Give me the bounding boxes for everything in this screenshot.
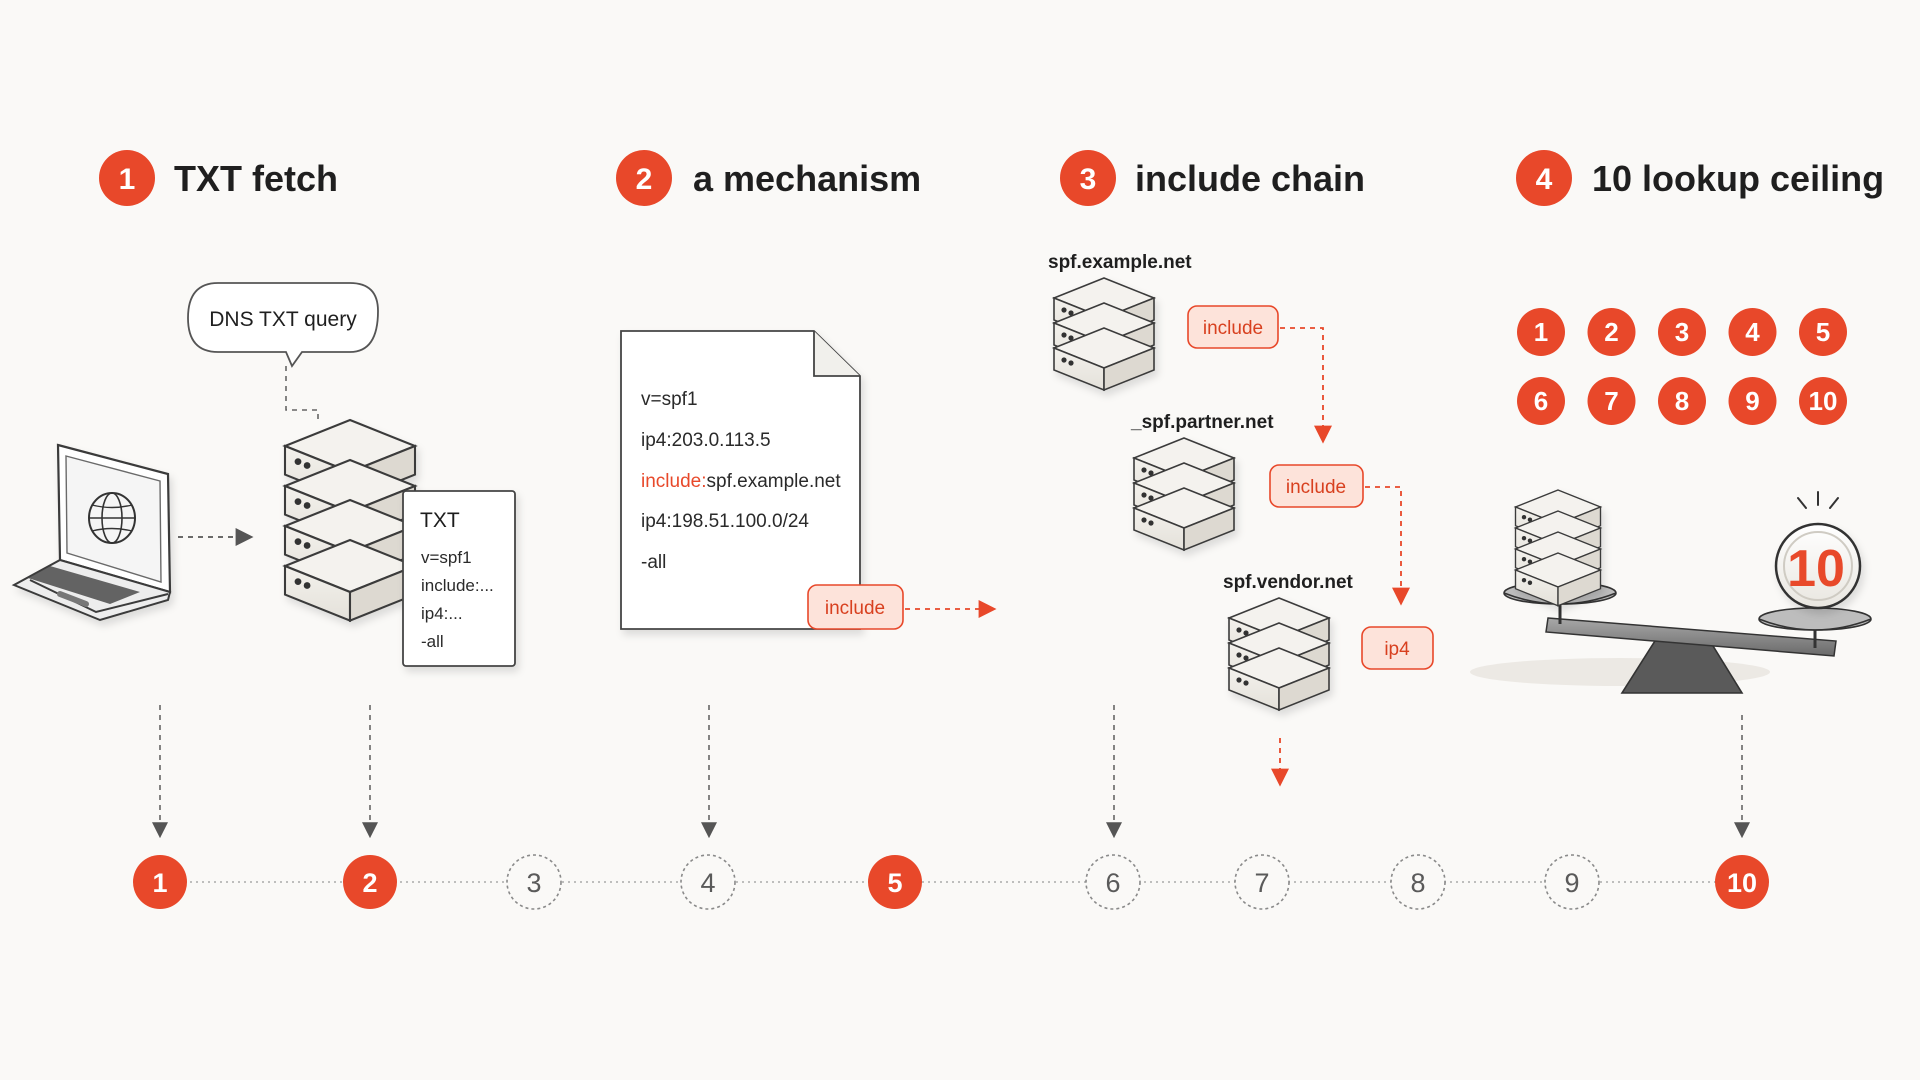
- emphasis-ticks: [1797, 491, 1839, 509]
- timeline-node-label: 9: [1564, 868, 1579, 898]
- lookup-counter-label: 2: [1604, 317, 1618, 347]
- timeline-node-6: [1085, 854, 1141, 910]
- timeline-node-label: 8: [1410, 868, 1425, 898]
- server-stack-on-scale: [1514, 489, 1602, 607]
- lookup-counter-label: 5: [1816, 317, 1830, 347]
- timeline-node-label: 3: [526, 868, 541, 898]
- include-tag-doc: include: [807, 584, 904, 630]
- lookup-counter-8: [1658, 377, 1706, 425]
- lookup-counter-7: [1587, 377, 1636, 425]
- lookup-counter-label: 1: [1534, 317, 1548, 347]
- svg-text:include: include: [825, 598, 885, 619]
- step-badge-number: 4: [1536, 163, 1553, 196]
- record-line: ip4:198.51.100.0/24: [641, 511, 809, 532]
- step-header-3: 3 include chain: [1060, 150, 1365, 206]
- dns-query-bubble: DNS TXT query: [187, 282, 379, 368]
- step-header-4: 4 10 lookup ceiling: [1516, 150, 1884, 206]
- chain-domain-1: spf.example.net: [1048, 252, 1192, 273]
- chain-domain-2: _spf.partner.net: [1130, 412, 1274, 433]
- lookup-counter-10: [1799, 377, 1847, 425]
- txt-card-line: -all: [421, 632, 444, 651]
- limit-value: 10: [1787, 540, 1845, 598]
- lookup-counter-label: 8: [1675, 386, 1689, 416]
- step-badge-1: [99, 150, 155, 206]
- timeline-node-label: 7: [1254, 868, 1269, 898]
- lookup-counter-9: [1728, 377, 1777, 425]
- txt-card-line: include:...: [421, 576, 494, 595]
- record-line: -all: [641, 552, 666, 573]
- lookup-counter-label: 4: [1745, 317, 1760, 347]
- timeline-node-4: [680, 854, 736, 910]
- svg-text:include: include: [1286, 477, 1346, 498]
- timeline-node-label: 1: [152, 868, 167, 898]
- timeline-node-1: [133, 855, 187, 909]
- txt-card-line: v=spf1: [421, 548, 472, 567]
- lookup-counter-5: [1799, 308, 1847, 356]
- timeline-node-5: [868, 855, 922, 909]
- timeline-node-label: 2: [362, 868, 377, 898]
- step-header-2: 2 a mechanism: [616, 150, 921, 206]
- step-badge-3: [1060, 150, 1116, 206]
- laptop-icon: [11, 443, 172, 622]
- timeline-drop-arrows: [152, 705, 1750, 839]
- dns-server-icon: [283, 418, 417, 622]
- lookup-counter-6: [1517, 377, 1565, 425]
- step-badge-number: 3: [1080, 163, 1097, 196]
- lookup-counter-label: 3: [1675, 317, 1689, 347]
- chain-arrow-1: [1280, 327, 1332, 444]
- spf-record-document: v=spf1 ip4:203.0.113.5 include:spf.examp…: [620, 330, 861, 630]
- server-icon-1: [1053, 277, 1155, 391]
- step-badge-number: 1: [119, 163, 136, 196]
- txt-card-title: TXT: [420, 509, 460, 532]
- step-title: TXT fetch: [174, 158, 338, 199]
- timeline-node-2: [343, 855, 397, 909]
- timeline-node-10: [1715, 855, 1769, 909]
- lookup-counter-1: [1517, 308, 1565, 356]
- step-badge-number: 2: [636, 163, 653, 196]
- lookup-timeline: 1 2 3 4 5 6 7 8 9 10: [133, 854, 1769, 910]
- timeline-node-8: [1390, 854, 1446, 910]
- bubble-connector: [285, 366, 319, 420]
- timeline-node-9: [1544, 854, 1600, 910]
- record-line: v=spf1: [641, 389, 698, 410]
- timeline-node-label: 5: [887, 868, 902, 898]
- lookup-counter-label: 9: [1745, 386, 1759, 416]
- record-line: include:spf.example.net: [641, 471, 841, 492]
- timeline-node-label: 6: [1105, 868, 1120, 898]
- lookup-counter-4: [1728, 308, 1777, 356]
- chain-tag-1: include: [1187, 305, 1279, 349]
- lookup-counter-grid: 1 2 3 4 5 6 7 8 9 10: [1517, 308, 1847, 425]
- chain-tag-3: ip4: [1361, 626, 1434, 670]
- step-title: include chain: [1135, 158, 1365, 199]
- txt-record-card: TXT v=spf1 include:... ip4:... -all: [402, 490, 516, 667]
- txt-card-line: ip4:...: [421, 604, 463, 623]
- lookup-counter-2: [1587, 308, 1636, 356]
- timeline-node-label: 10: [1727, 868, 1757, 898]
- record-line: ip4:203.0.113.5: [641, 430, 771, 451]
- step-title: a mechanism: [693, 158, 921, 199]
- step-badge-2: [616, 150, 672, 206]
- lookup-counter-3: [1658, 308, 1706, 356]
- step-title: 10 lookup ceiling: [1592, 158, 1884, 199]
- timeline-node-7: [1234, 854, 1290, 910]
- chain-domain-3: spf.vendor.net: [1223, 572, 1354, 593]
- bubble-label: DNS TXT query: [209, 308, 357, 331]
- step-badge-4: [1516, 150, 1572, 206]
- lookup-counter-label: 6: [1534, 386, 1548, 416]
- lookup-counter-label: 7: [1604, 386, 1618, 416]
- svg-text:ip4: ip4: [1384, 639, 1410, 660]
- timeline-node-3: [506, 854, 562, 910]
- server-icon-3: [1228, 597, 1330, 711]
- chain-arrow-2: [1365, 486, 1410, 606]
- server-icon-2: [1133, 437, 1235, 551]
- limit-coin: 10: [1774, 522, 1862, 610]
- timeline-node-label: 4: [700, 868, 715, 898]
- svg-text:include: include: [1203, 318, 1263, 339]
- step-header-1: 1 TXT fetch: [99, 150, 338, 206]
- chain-tag-2: include: [1269, 464, 1364, 508]
- globe-icon: [88, 492, 136, 544]
- lookup-counter-label: 10: [1809, 386, 1838, 416]
